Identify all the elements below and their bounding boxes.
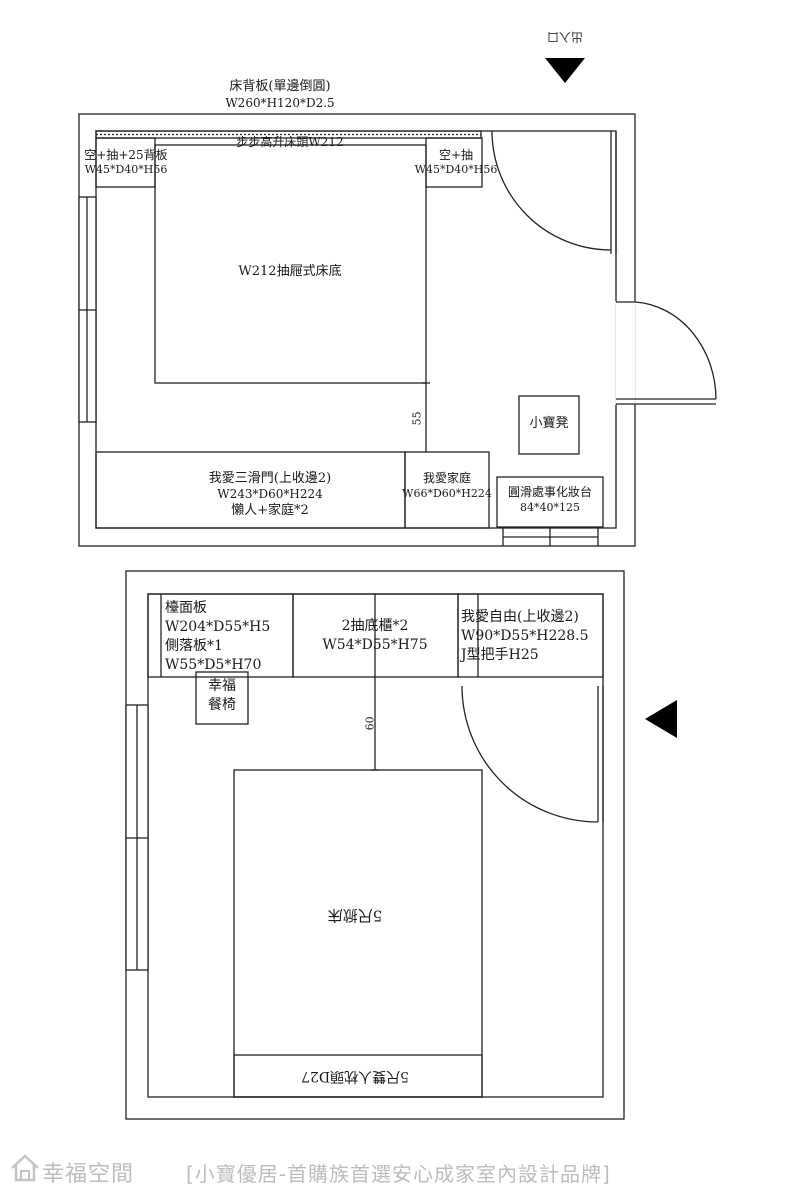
top-left-window (78, 196, 97, 423)
top-side-door (615, 301, 717, 405)
top-entrance-door (491, 130, 617, 254)
footer-watermark: 幸福空間 [小寶優居-首購族首選安心成家室內設計品牌] (0, 1140, 800, 1200)
top-right-nightstand-title: 空+抽 (438, 148, 474, 162)
top-headboard-dims: W260*H120*D2.5 (225, 96, 335, 110)
bottom-wardrobe-handle: J型把手H25 (461, 647, 539, 663)
footer-brand: 幸福空間 (42, 1162, 135, 1187)
bottom-wardrobe-title: 我愛自由(上收邊2) (461, 609, 579, 625)
bottom-wardrobe (457, 593, 604, 678)
bottom-door (461, 685, 604, 823)
bottom-side-panel-dims: W55*D5*H70 (165, 657, 262, 673)
entrance-arrow-down-icon (545, 58, 585, 83)
bottom-counter-dims: W204*D55*H5 (165, 619, 271, 635)
top-wardrobe-note: 懶人+家庭*2 (231, 503, 309, 518)
top-wardrobe-dims: W243*D60*H224 (217, 487, 323, 501)
bottom-headboard (233, 1054, 483, 1098)
bottom-wardrobe-dims: W90*D55*H228.5 (461, 628, 589, 644)
top-vanity-step (502, 528, 599, 546)
bottom-counter-title: 檯面板 (165, 600, 207, 616)
bottom-bed (233, 769, 483, 1098)
bottom-drawer-cabinet-dims: W54*D55*H75 (322, 637, 428, 653)
footer-tagline: [小寶優居-首購族首選安心成家室內設計品牌] (186, 1162, 611, 1186)
top-headboard-label: 床背板(單邊倒圓) (229, 79, 331, 94)
top-dimension-55: 55 (410, 411, 424, 426)
top-cabinet (404, 451, 490, 529)
top-left-nightstand-title: 空+抽+25背板 (84, 148, 168, 162)
top-stool-label: 小寶凳 (529, 416, 569, 431)
top-cabinet-title: 我愛家庭 (422, 471, 471, 485)
top-bed-base-label: W212抽屜式床底 (238, 264, 342, 279)
top-vanity-dims: 84*40*125 (520, 501, 580, 514)
top-entrance-label: 出入口 (547, 29, 584, 44)
top-bed-head-label: 步步高升床頭W212 (236, 135, 344, 149)
top-vanity (496, 476, 604, 528)
bottom-dimension-60: 60 (363, 716, 377, 731)
top-stool (518, 395, 580, 455)
bottom-left-window (125, 704, 149, 971)
bottom-chair-line1: 幸福 (208, 678, 236, 694)
top-wardrobe-title: 我愛三滑門(上收邊2) (208, 471, 332, 486)
bottom-chair (195, 671, 249, 725)
bottom-headboard-label: 5尺雙人枕頭D27 (301, 1068, 409, 1085)
top-headboard-strip (95, 130, 482, 139)
top-cabinet-dims: W66*D60*H224 (402, 487, 492, 500)
bottom-bed-label: 5尺掀床 (327, 906, 383, 925)
top-right-nightstand-dims: W45*D40*H56 (414, 163, 498, 176)
top-vanity-title: 圓滑處事化妝台 (507, 485, 592, 499)
house-logo-icon (11, 1154, 39, 1182)
top-left-nightstand-dims: W45*D40*H56 (84, 163, 168, 176)
bottom-side-panel-title: 側落板*1 (165, 638, 223, 654)
bottom-drawer-cabinet-title: 2抽底櫃*2 (341, 618, 409, 634)
top-bed-base (154, 144, 427, 384)
bottom-chair-line2: 餐椅 (208, 697, 236, 713)
entrance-arrow-left-icon (645, 700, 677, 738)
